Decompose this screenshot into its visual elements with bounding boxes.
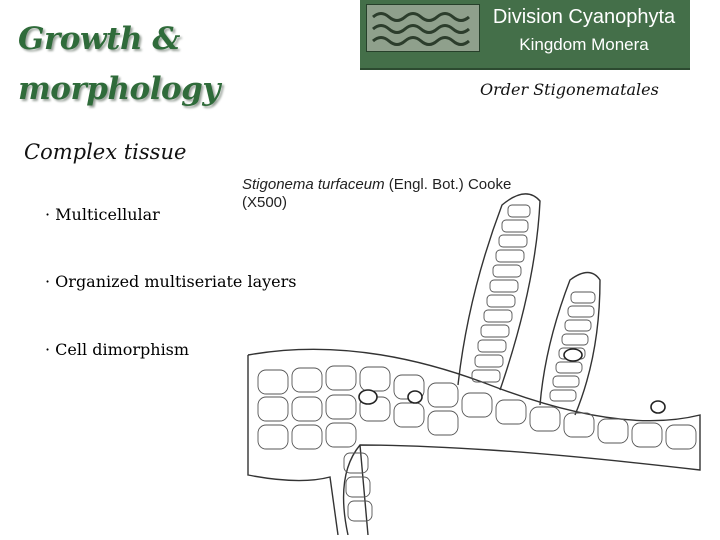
- kingdom-label: Kingdom Monera: [519, 35, 649, 54]
- heterocyst-cell: [650, 400, 666, 414]
- figure-caption: Stigonema turfaceum (Engl. Bot.) Cooke (…: [242, 176, 582, 212]
- filament-thumbnail-image: [366, 4, 480, 52]
- division-label: Division Cyanophyta: [492, 6, 676, 28]
- slide-title-line1: Growth &: [18, 21, 180, 57]
- bullet-multiseriate: · Organized multiseriate layers: [45, 272, 297, 291]
- filament-wave-icon: [367, 5, 479, 51]
- bullet-dimorphism: · Cell dimorphism: [45, 340, 190, 359]
- stigonema-illustration: [247, 193, 701, 535]
- heterocyst-cell: [407, 390, 423, 404]
- heterocyst-cell: [358, 389, 378, 405]
- slide-title-line2: morphology: [18, 71, 220, 107]
- order-label: Order Stigonematales: [480, 80, 659, 99]
- heterocyst-cell: [563, 348, 583, 362]
- magnification-label: (X500): [242, 194, 288, 211]
- subtitle: Complex tissue: [24, 140, 187, 164]
- bullet-multicellular: · Multicellular: [45, 205, 160, 224]
- species-name: Stigonema turfaceum: [242, 176, 385, 193]
- species-authority: (Engl. Bot.) Cooke: [388, 176, 512, 193]
- header-banner: Division Cyanophyta Kingdom Monera: [360, 0, 690, 70]
- slide-title: Growth & morphology: [18, 14, 220, 114]
